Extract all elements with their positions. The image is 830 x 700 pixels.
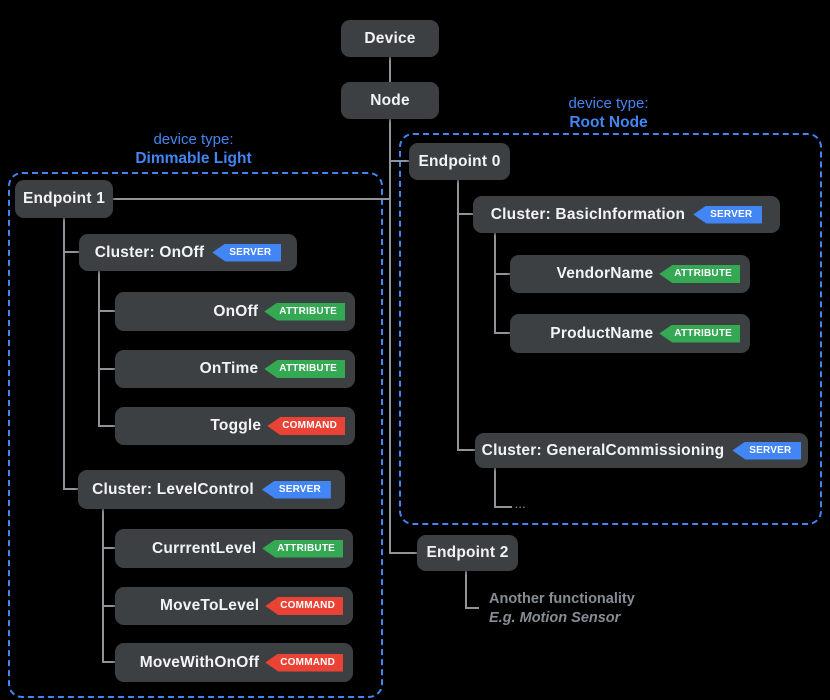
node-cluster-generalcommissioning: Cluster: GeneralCommissioning SERVER [475,433,808,468]
command-badge: COMMAND [267,417,345,435]
node-endpoint-0: Endpoint 0 [409,143,510,180]
node-attr-productname: ProductName ATTRIBUTE [510,314,750,353]
connector-line [65,488,78,490]
node-label: Cluster: OnOff [94,243,205,261]
node-label: Endpoint 0 [418,152,501,170]
node-label: Endpoint 2 [426,544,509,561]
connector-line [113,198,389,200]
node-label: MoveWithOnOff [139,653,260,671]
connector-line [100,425,115,427]
node-node: Node [341,82,439,119]
server-badge: SERVER [212,243,282,262]
attribute-badge: ATTRIBUTE [264,302,345,321]
node-attr-onoff: OnOff ATTRIBUTE [115,292,355,331]
connector-line [496,273,510,275]
connector-line [494,506,512,508]
device-type-caption: device type: [568,95,649,112]
node-endpoint-2: Endpoint 2 [417,535,518,571]
node-label: VendorName [556,265,654,282]
connector-line [65,251,79,253]
node-cmd-movewithonoff: MoveWithOnOff COMMAND [115,643,353,682]
connector-line [496,332,510,334]
server-badge: SERVER [261,480,331,499]
node-attr-currrentlevel: CurrrentLevel ATTRIBUTE [115,529,353,568]
node-label: Node [370,91,410,109]
node-cluster-onoff: Cluster: OnOff SERVER [79,234,297,271]
connector-line [389,119,391,554]
connector-line [459,213,473,215]
node-endpoint-1: Endpoint 1 [15,180,113,218]
node-label: Cluster: LevelControl [92,480,254,498]
attribute-badge: ATTRIBUTE [659,324,740,343]
connector-line [389,552,417,554]
root-node-group-label: device type: Root Node [399,94,818,132]
connector-line [494,233,496,334]
node-label: Cluster: GeneralCommissioning [481,441,725,459]
connector-line [63,218,65,490]
connector-line [104,661,115,663]
node-label: Toggle [210,417,262,434]
root-node-group-border [399,133,822,525]
truncation-ellipsis: ... [515,500,527,511]
connector-line [100,310,115,312]
endpoint-2-note-line2: E.g. Motion Sensor [489,610,621,626]
node-label: CurrrentLevel [152,539,257,557]
node-cmd-toggle: Toggle COMMAND [115,407,355,445]
connector-line [459,449,475,451]
connector-line [102,509,104,663]
device-type-name: Dimmable Light [135,150,252,167]
connector-line [389,57,391,82]
endpoint-2-note-line1: Another functionality [489,591,635,607]
endpoint-2-note: Another functionality E.g. Motion Sensor [489,590,635,628]
server-badge: SERVER [732,441,802,460]
dimmable-light-group-label: device type: Dimmable Light [8,130,379,168]
node-label: Cluster: BasicInformation [490,205,686,223]
attribute-badge: ATTRIBUTE [264,360,345,378]
node-label: OnTime [199,360,259,377]
command-badge: COMMAND [265,653,343,672]
device-type-caption: device type: [153,131,234,148]
node-label: OnOff [213,302,259,320]
connector-line [494,468,496,508]
node-cluster-basicinformation: Cluster: BasicInformation SERVER [473,196,780,233]
node-attr-vendorname: VendorName ATTRIBUTE [510,255,750,293]
attribute-badge: ATTRIBUTE [659,265,740,283]
node-label: ProductName [550,324,654,342]
connector-line [391,160,409,162]
connector-line [104,547,115,549]
attribute-badge: ATTRIBUTE [262,539,343,558]
dimmable-light-group-border [8,172,383,698]
connector-line [98,271,100,427]
command-badge: COMMAND [265,597,343,615]
connector-line [465,607,479,609]
node-cmd-movetolevel: MoveToLevel COMMAND [115,587,353,625]
server-badge: SERVER [693,205,763,224]
device-type-name: Root Node [569,114,648,131]
connector-line [104,605,115,607]
connector-line [100,368,115,370]
node-label: MoveToLevel [160,597,260,614]
node-cluster-levelcontrol: Cluster: LevelControl SERVER [78,470,345,509]
node-device: Device [341,20,439,57]
connector-line [465,571,467,609]
node-label: Device [364,29,416,47]
node-attr-ontime: OnTime ATTRIBUTE [115,350,355,388]
node-label: Endpoint 1 [22,190,106,207]
connector-line [457,180,459,451]
